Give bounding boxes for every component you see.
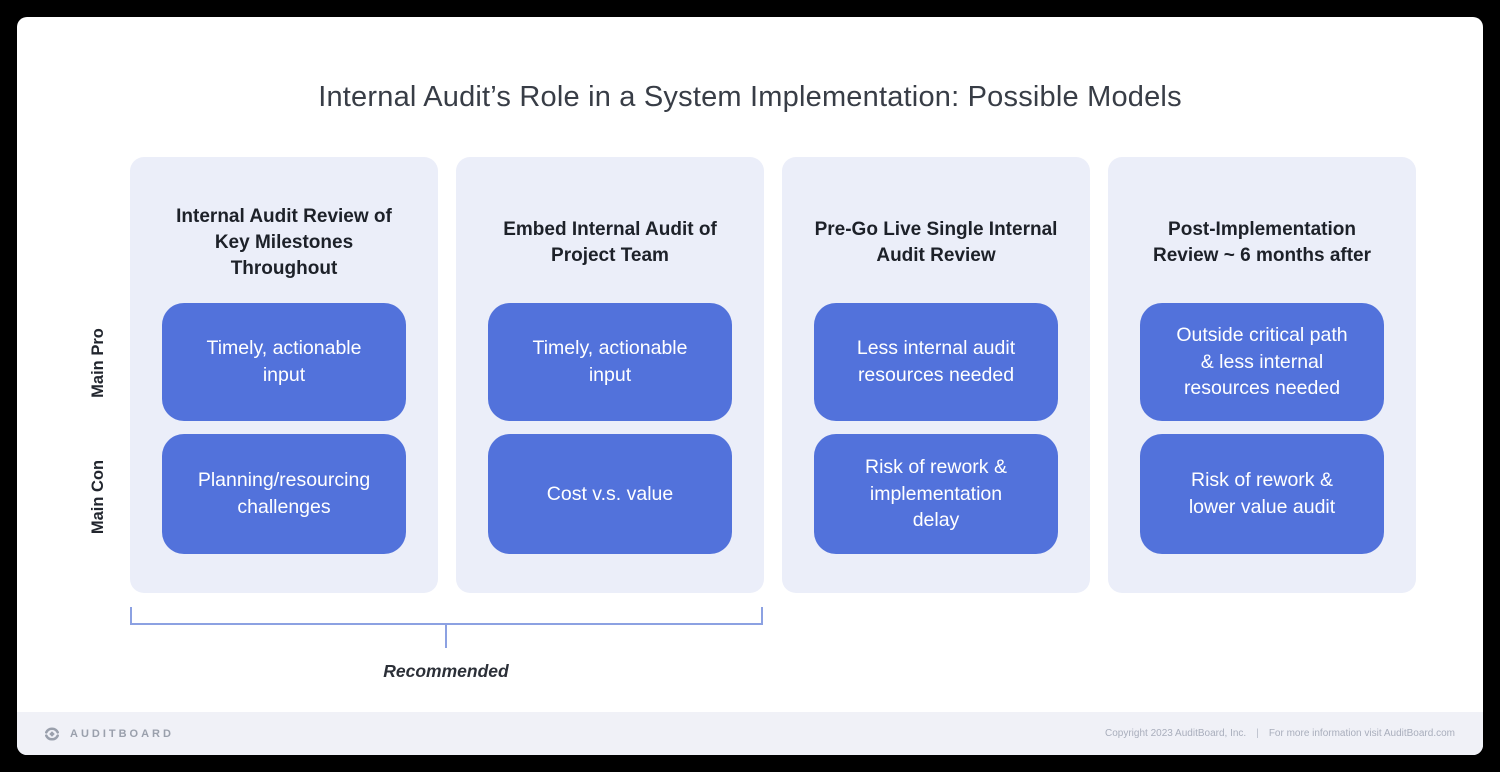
page-title: Internal Audit’s Role in a System Implem… xyxy=(318,81,1182,113)
main-con-cell: Cost v.s. value xyxy=(488,434,732,554)
slide-card: Internal Audit’s Role in a System Implem… xyxy=(17,17,1483,755)
row-label-main-con: Main Con xyxy=(89,459,107,535)
model-columns: Internal Audit Review of Key Milestones … xyxy=(130,157,1416,593)
main-con-cell: Planning/resourcing challenges xyxy=(162,434,406,554)
column-header: Post-Implementation Review ~ 6 months af… xyxy=(1152,218,1372,266)
column-header: Pre-Go Live Single Internal Audit Review xyxy=(814,218,1058,266)
footer-divider: | xyxy=(1256,728,1259,739)
model-column-pre-go-live: Pre-Go Live Single Internal Audit Review… xyxy=(782,157,1090,593)
row-label-main-pro: Main Pro xyxy=(89,328,107,398)
model-column-milestone-review: Internal Audit Review of Key Milestones … xyxy=(130,157,438,593)
column-header: Internal Audit Review of Key Milestones … xyxy=(176,205,392,280)
footer-bar: AUDITBOARD Copyright 2023 AuditBoard, In… xyxy=(17,712,1483,755)
main-pro-cell: Timely, actionable input xyxy=(488,303,732,421)
auditboard-wordmark: AUDITBOARD xyxy=(70,727,174,740)
main-pro-cell: Timely, actionable input xyxy=(162,303,406,421)
footer-info-text: For more information visit AuditBoard.co… xyxy=(1268,728,1455,739)
main-con-cell: Risk of rework & implementation delay xyxy=(814,434,1058,554)
recommended-bracket-right-tick xyxy=(761,607,763,625)
recommended-label: Recommended xyxy=(383,661,509,681)
model-column-post-implementation: Post-Implementation Review ~ 6 months af… xyxy=(1108,157,1416,593)
auditboard-logo: AUDITBOARD xyxy=(43,725,174,743)
copyright-text: Copyright 2023 AuditBoard, Inc. xyxy=(1105,728,1247,739)
main-pro-cell: Less internal audit resources needed xyxy=(814,303,1058,421)
auditboard-eye-icon xyxy=(45,727,59,740)
model-column-embed-audit: Embed Internal Audit of Project Team Tim… xyxy=(456,157,764,593)
recommended-bracket-left-tick xyxy=(130,607,132,625)
recommended-bracket-center-tick xyxy=(445,623,447,648)
main-pro-cell: Outside critical path & less internal re… xyxy=(1140,303,1384,421)
column-header: Embed Internal Audit of Project Team xyxy=(503,218,717,266)
footer-legal: Copyright 2023 AuditBoard, Inc. | For mo… xyxy=(1105,728,1455,739)
main-con-cell: Risk of rework & lower value audit xyxy=(1140,434,1384,554)
